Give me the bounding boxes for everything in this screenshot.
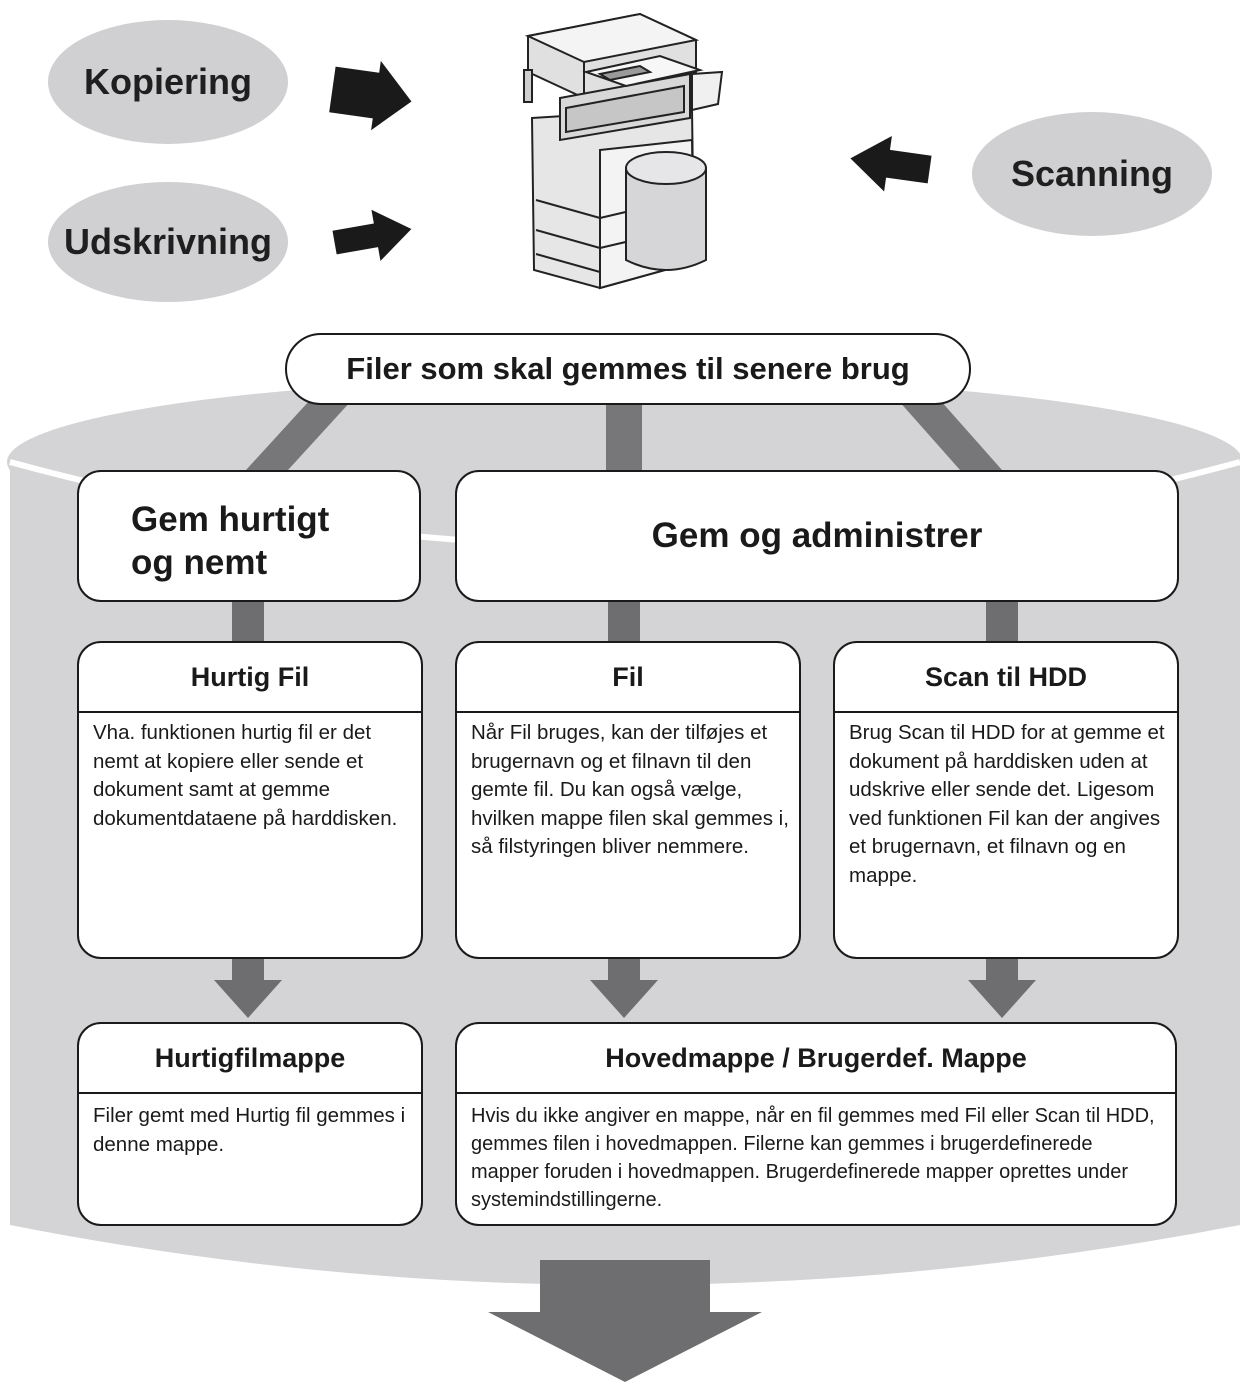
card-file: Fil Når Fil bruges, kan der tilføjes et … <box>455 641 801 959</box>
folder-quick-text: Filer gemt med Hurtig fil gemmes i denne… <box>93 1104 406 1156</box>
storage-title: Filer som skal gemmes til senere brug <box>285 333 971 405</box>
card-file-title: Fil <box>457 643 799 713</box>
arrow-copy-to-mfp <box>329 60 412 131</box>
category-quick: Gem hurtigt og nemt <box>77 470 421 602</box>
source-copy-label: Kopiering <box>84 61 252 102</box>
arrow-print-to-mfp <box>332 209 412 261</box>
card-scan-hdd-text: Brug Scan til HDD for at gemme et dokume… <box>849 721 1165 887</box>
down-arrow-scan <box>968 958 1036 1018</box>
folder-main: Hovedmappe / Brugerdef. Mappe Hvis du ik… <box>455 1022 1177 1226</box>
source-scan-label: Scanning <box>1010 153 1174 194</box>
title-connectors <box>246 400 1002 472</box>
category-manage: Gem og administrer <box>455 470 1179 602</box>
source-copy: Kopiering <box>48 20 288 144</box>
category-quick-title: Gem hurtigt og nemt <box>131 498 329 584</box>
folder-quick: Hurtigfilmappe Filer gemt med Hurtig fil… <box>77 1022 423 1226</box>
card-quick-file-text: Vha. funktionen hurtig fil er det nemt a… <box>93 721 398 830</box>
big-down-arrow <box>488 1260 762 1382</box>
source-print-label: Udskrivning <box>63 221 273 262</box>
card-quick-file-title: Hurtig Fil <box>79 643 421 713</box>
category-connectors <box>232 600 1018 644</box>
category-quick-line2: og nemt <box>131 543 268 582</box>
storage-title-label: Filer som skal gemmes til senere brug <box>346 351 910 386</box>
folder-main-title: Hovedmappe / Brugerdef. Mappe <box>457 1024 1175 1094</box>
card-scan-hdd: Scan til HDD Brug Scan til HDD for at ge… <box>833 641 1179 959</box>
category-quick-line1: Gem hurtigt <box>131 500 330 539</box>
down-arrow-quick <box>214 958 282 1018</box>
source-print: Udskrivning <box>48 182 288 302</box>
down-arrows <box>214 958 1036 1018</box>
arrow-scan-to-mfp <box>850 135 932 192</box>
card-scan-hdd-title: Scan til HDD <box>835 643 1177 713</box>
category-manage-title: Gem og administrer <box>651 516 983 555</box>
card-quick-file: Hurtig Fil Vha. funktionen hurtig fil er… <box>77 641 423 959</box>
folder-main-text: Hvis du ikke angiver en mappe, når en fi… <box>471 1105 1155 1211</box>
source-scan: Scanning <box>972 112 1212 236</box>
folder-quick-title: Hurtigfilmappe <box>79 1024 421 1094</box>
database-icon <box>625 151 707 271</box>
card-file-text: Når Fil bruges, kan der tilføjes et brug… <box>471 721 789 858</box>
down-arrow-file <box>590 958 658 1018</box>
